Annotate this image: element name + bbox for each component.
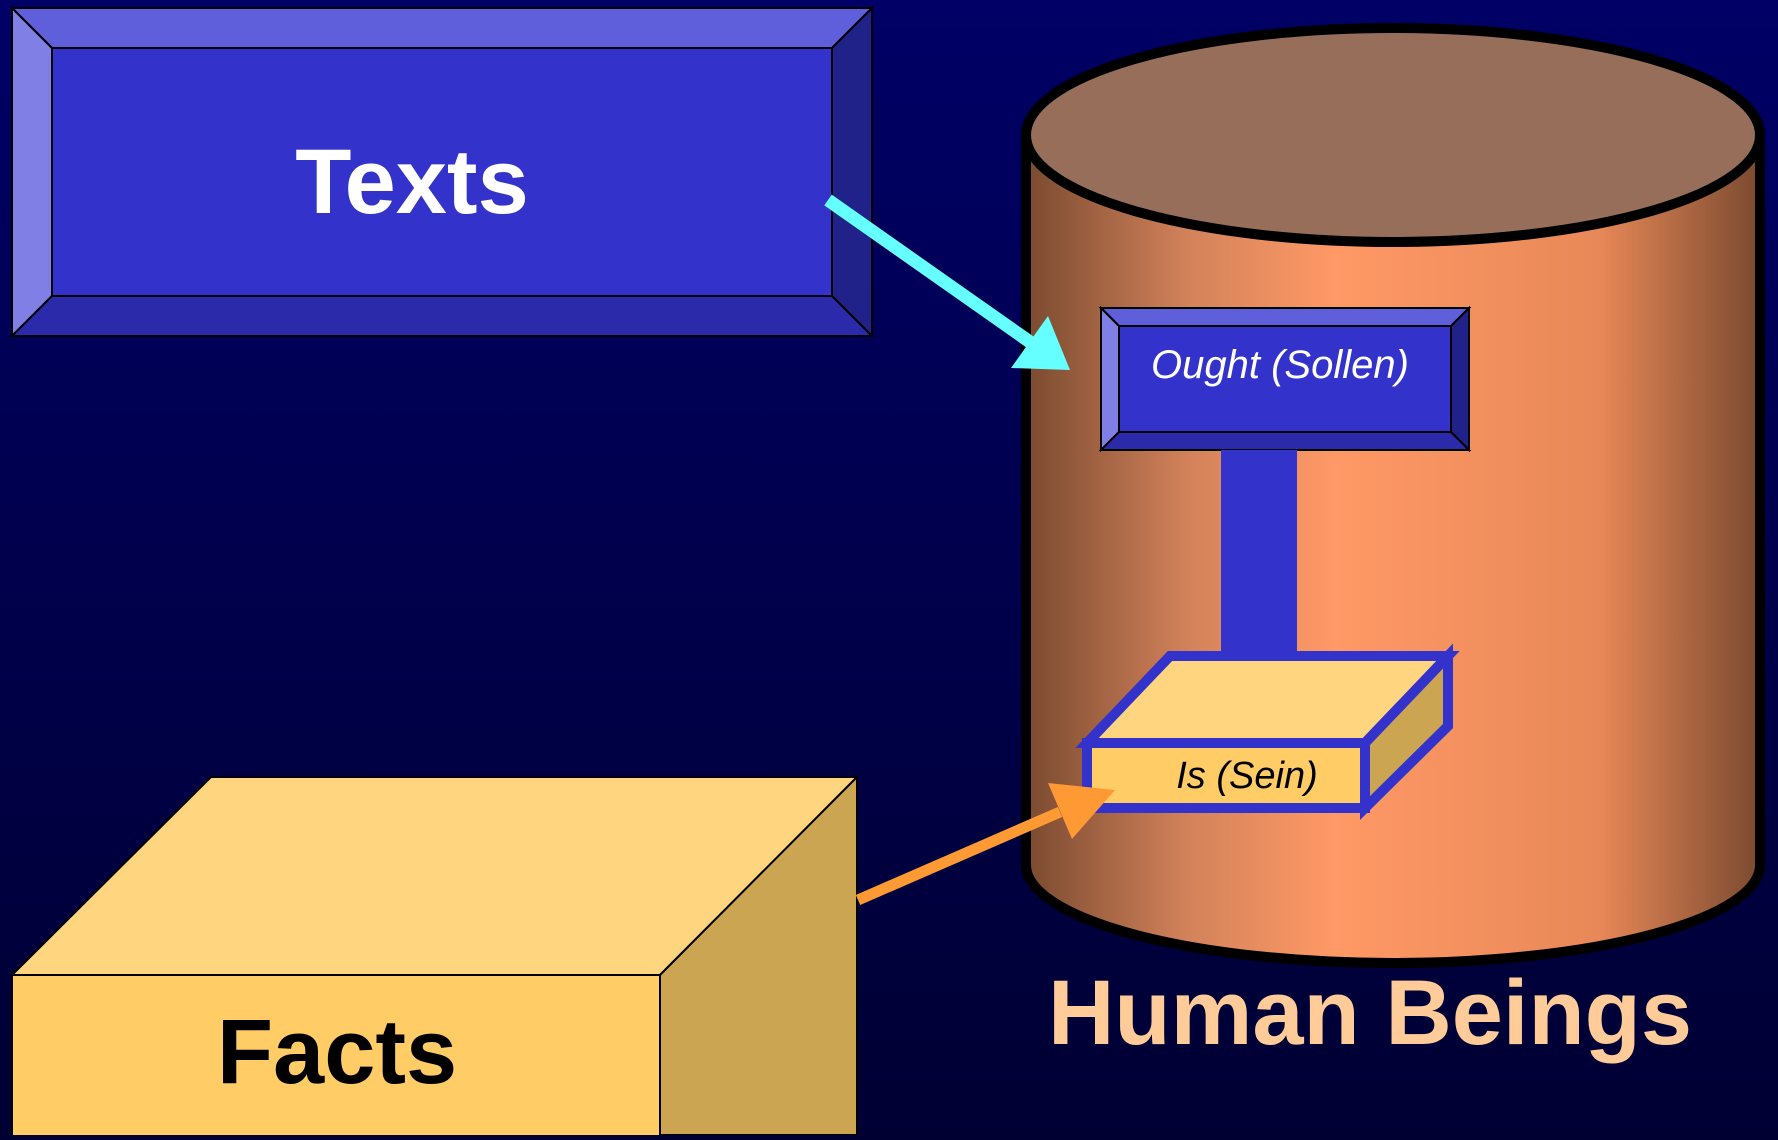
is-block: Is (Sein) — [1075, 643, 1460, 820]
cylinder-body — [1021, 130, 1765, 968]
human-beings-cylinder — [1021, 23, 1765, 968]
cylinder-top — [1021, 23, 1765, 247]
human-beings-caption: Human Beings — [1048, 962, 1692, 1064]
ought-label: Ought (Sollen) — [1151, 343, 1409, 387]
facts-arrow-head — [1048, 783, 1115, 839]
ought-box: Ought (Sollen) — [1098, 305, 1472, 453]
texts-to-ought-arrow — [824, 194, 1070, 370]
ought-is-connector — [1221, 450, 1297, 656]
texts-box: Texts — [9, 5, 875, 339]
facts-box: Facts — [9, 774, 860, 1140]
facts-label: Facts — [217, 1001, 457, 1103]
texts-arrow-head — [1011, 316, 1070, 370]
facts-to-is-arrow — [855, 783, 1115, 906]
texts-label: Texts — [295, 131, 529, 233]
is-label: Is (Sein) — [1176, 755, 1317, 797]
